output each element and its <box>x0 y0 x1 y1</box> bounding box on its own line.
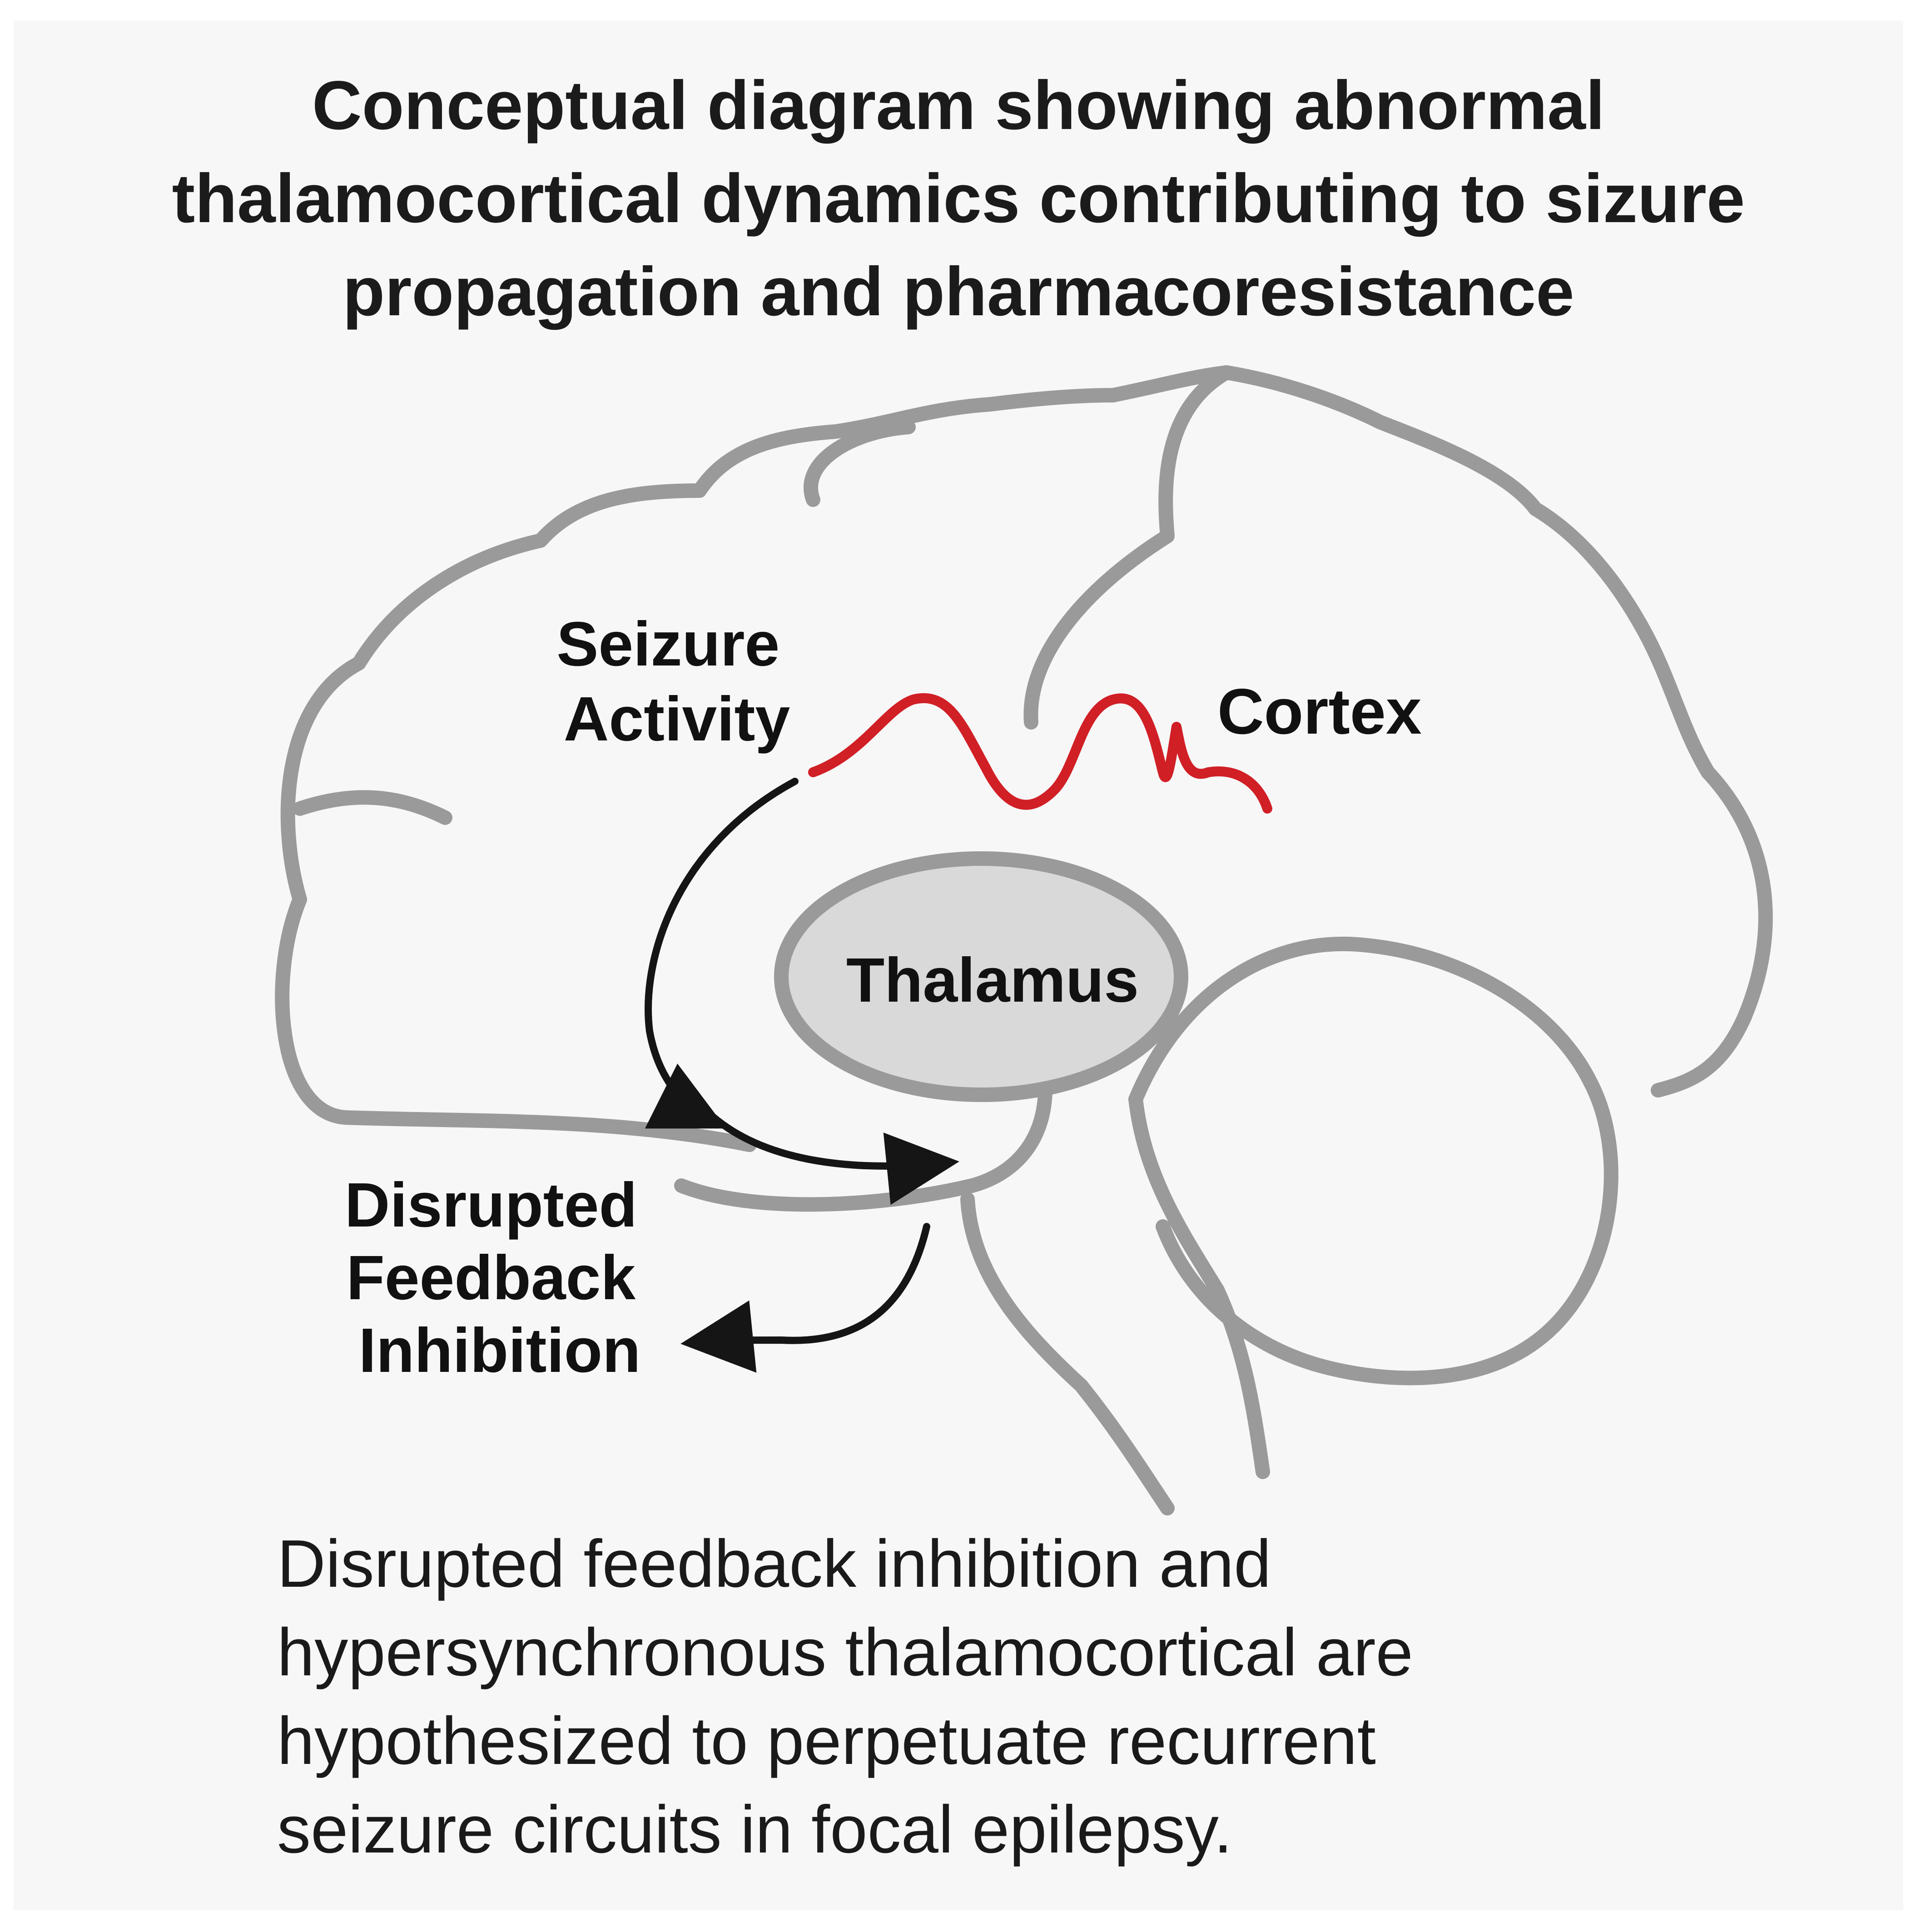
cerebellum-outline <box>1128 936 1618 1386</box>
title-line-3: propagation and pharmacoresistance <box>342 253 1574 330</box>
disrupted-feedback-inhibition-label: Disrupted Feedback Inhibition <box>345 1170 655 1386</box>
brain-outline <box>275 365 1773 1515</box>
central-sulcus <box>1023 365 1234 730</box>
brainstem-left-edge <box>960 1192 1175 1515</box>
thalamus-label: Thalamus <box>846 945 1139 1015</box>
thalamic-return-arrow <box>705 1109 959 1205</box>
caption-line-2: hypersynchronous thalamocortical are <box>277 1615 1413 1690</box>
seizure-activity-label: Seizure Activity <box>556 609 797 754</box>
caption-line-1: Disrupted feedback inhibition and <box>277 1526 1271 1601</box>
feedback-inhibition-arrow <box>680 1223 930 1373</box>
seizure-propagation-arrow <box>645 778 799 1129</box>
brainstem-right-edge <box>1128 1092 1270 1479</box>
caption-line-4: seizure circuits in focal epilepsy. <box>277 1792 1233 1867</box>
diagram-title: Conceptual diagram showing abnormal thal… <box>91 59 1826 338</box>
title-line-2: thalamocortical dynamics contributing to… <box>172 160 1745 237</box>
title-line-1: Conceptual diagram showing abnormal <box>312 67 1605 144</box>
seizure-wave-icon <box>808 693 1272 814</box>
precentral-sulcus <box>804 420 916 507</box>
thalamus-shape <box>774 851 1188 1102</box>
lateral-fissure <box>293 790 452 825</box>
caption-line-3: hypothesized to perpetuate recurrent <box>277 1704 1376 1778</box>
diagram-caption: Disrupted feedback inhibition and hypers… <box>277 1520 1776 1874</box>
brain-cerebrum-outline <box>275 365 1773 1152</box>
cortex-label: Cortex <box>1217 675 1422 748</box>
